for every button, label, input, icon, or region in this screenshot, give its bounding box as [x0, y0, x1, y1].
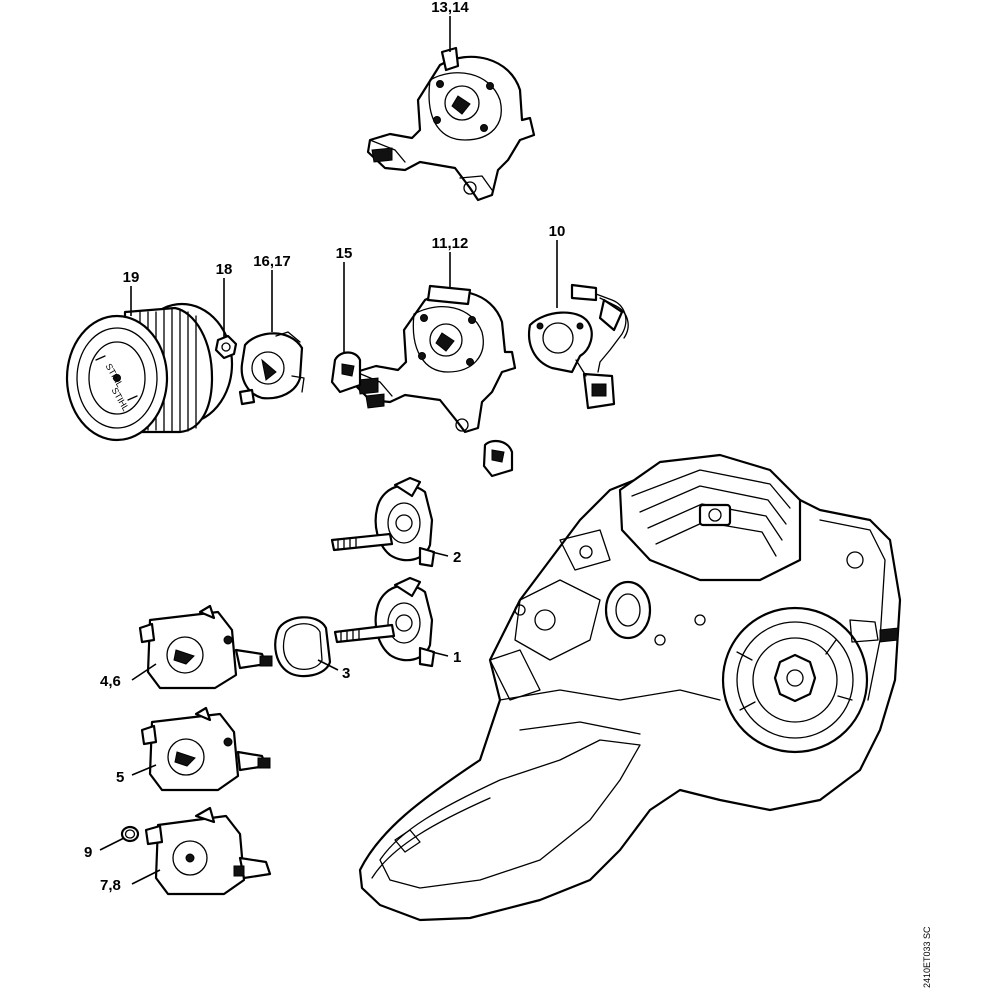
- part-choke-housing-16-17[interactable]: [238, 331, 305, 406]
- part-carburetor-support-13-14[interactable]: [366, 46, 536, 202]
- callout-10: 10: [549, 223, 566, 240]
- part-intake-flange-2[interactable]: [330, 476, 436, 568]
- callout-16-17: 16,17: [253, 253, 291, 270]
- callout-15: 15: [336, 245, 353, 262]
- part-intake-flange-1[interactable]: [333, 576, 436, 668]
- chainsaw-engine-housing: [358, 453, 902, 922]
- part-carburetor-4-6[interactable]: [138, 604, 273, 690]
- callout-labels: 13,14 11,12 10 19 18 16,17 15 2 1 3 4,6 …: [84, 0, 565, 894]
- leader-lines: [99, 16, 558, 885]
- part-o-ring-9[interactable]: [120, 825, 140, 843]
- callout-19: 19: [123, 269, 140, 286]
- callout-13-14: 13,14: [431, 0, 469, 16]
- callout-18: 18: [216, 261, 233, 278]
- callout-11-12: 11,12: [432, 235, 469, 252]
- part-ignition-module-10[interactable]: [528, 283, 629, 410]
- callout-1: 1: [453, 649, 461, 666]
- callout-7-8: 7,8: [100, 877, 121, 894]
- part-gasket-3[interactable]: [274, 616, 332, 678]
- drawing-code: 2410ET033 SC: [922, 926, 932, 988]
- callout-2: 2: [453, 549, 461, 566]
- part-air-filter-19[interactable]: STIHL STIHL: [65, 302, 234, 442]
- callout-9: 9: [84, 844, 92, 861]
- callout-3: 3: [342, 665, 350, 682]
- part-carburetor-support-11-12[interactable]: [352, 284, 517, 478]
- part-carburetor-7-8[interactable]: [144, 806, 272, 896]
- part-nut-18[interactable]: [214, 334, 238, 360]
- part-carburetor-5[interactable]: [140, 706, 271, 792]
- callout-5: 5: [116, 769, 124, 786]
- callout-4-6: 4,6: [100, 673, 121, 690]
- part-grommet-15[interactable]: [330, 351, 362, 394]
